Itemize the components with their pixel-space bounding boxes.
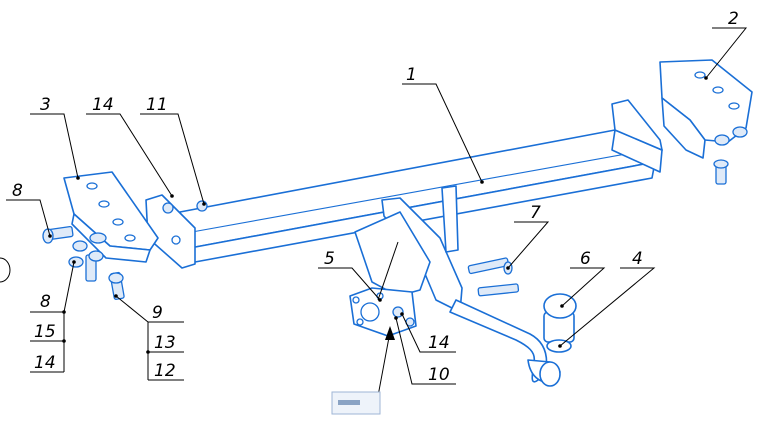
callout-11: 11 <box>146 95 168 115</box>
callout-2: 2 <box>728 9 739 29</box>
right-bracket <box>659 59 753 185</box>
callout-13: 13 <box>154 333 176 353</box>
socket-plate <box>349 287 417 337</box>
tow-arm <box>449 299 561 387</box>
callout-4: 4 <box>632 249 643 269</box>
edge-arc <box>0 257 11 283</box>
callout-3: 3 <box>40 95 51 115</box>
callout-5: 5 <box>324 249 335 269</box>
callout-labels: 1 2 3 14 11 8 8 15 14 9 13 12 7 6 4 5 14… <box>12 9 739 385</box>
leader-lines <box>6 27 748 385</box>
tow-ball <box>543 293 577 353</box>
stamp-label <box>331 391 381 415</box>
callout-10: 10 <box>428 365 450 385</box>
callout-15: 15 <box>34 322 56 342</box>
callout-14-top: 14 <box>92 95 114 115</box>
callout-7: 7 <box>530 203 541 223</box>
callout-14-left: 14 <box>34 353 56 373</box>
callout-1: 1 <box>406 65 417 85</box>
main-cross-beam <box>179 99 663 263</box>
left-bracket <box>63 171 159 263</box>
callout-12: 12 <box>154 361 176 381</box>
callout-6: 6 <box>580 249 591 269</box>
direction-arrows <box>377 241 399 397</box>
callout-8-top: 8 <box>12 181 23 201</box>
callout-9: 9 <box>152 303 163 323</box>
callout-8-bottom: 8 <box>40 292 51 312</box>
hitch-plate <box>354 185 520 313</box>
callout-14-right: 14 <box>428 333 450 353</box>
